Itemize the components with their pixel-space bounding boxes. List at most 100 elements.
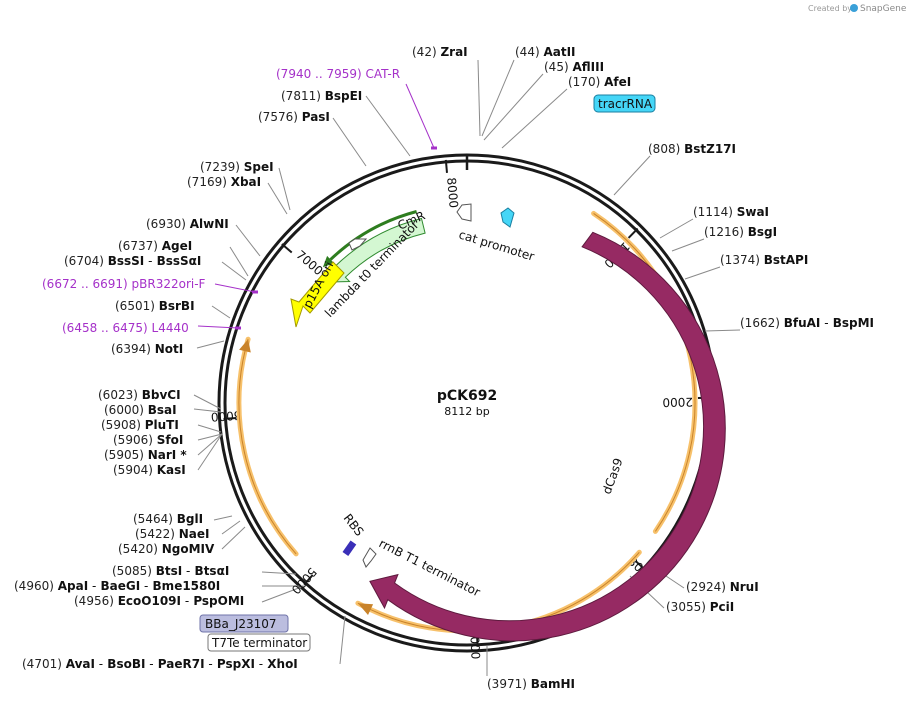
- site-separator: -: [182, 564, 190, 578]
- site-label[interactable]: (4960) ApaI - BaeGI - Bme1580I: [14, 579, 220, 593]
- site-label[interactable]: (7576) PasI: [258, 110, 330, 124]
- site-name: BstZ17I: [684, 142, 736, 156]
- site-label[interactable]: (4701) AvaI - BsoBI - PaeR7I - PspXI - X…: [22, 657, 298, 671]
- primer-label[interactable]: (6672 .. 6691) pBR322ori-F: [42, 277, 206, 291]
- site-leader: [211, 305, 231, 319]
- orf-arc-bottom-arrowhead: [357, 603, 374, 615]
- site-label[interactable]: (5420) NgoMIV: [118, 542, 215, 556]
- site-label[interactable]: (6737) AgeI: [118, 239, 192, 253]
- primer-label[interactable]: (7940 .. 7959) CAT-R: [276, 67, 400, 81]
- site-label[interactable]: (5908) PluTI: [101, 418, 179, 432]
- site-position: (7576): [258, 110, 302, 124]
- site-name: BssSαI: [152, 254, 201, 268]
- site-label[interactable]: (7811) BspEI: [281, 89, 362, 103]
- site-label[interactable]: (6394) NotI: [111, 342, 183, 356]
- site-name: AlwNI: [190, 217, 229, 231]
- site-leader: [196, 340, 225, 349]
- site-position: (4701): [22, 657, 66, 671]
- tracrrna-box-bg: [593, 94, 656, 113]
- site-position: (5422): [135, 527, 179, 541]
- site-name: BstAPI: [764, 253, 809, 267]
- site-label[interactable]: (3055) PciI: [666, 600, 734, 614]
- site-leader: [229, 246, 249, 277]
- site-leader: [365, 95, 411, 157]
- site-label[interactable]: (1216) BsgI: [704, 225, 777, 239]
- site-label[interactable]: (42) ZraI: [412, 45, 468, 59]
- feature-rrnb-terminator[interactable]: [362, 547, 377, 568]
- site-leader: [267, 182, 288, 215]
- site-label[interactable]: (5904) KasI: [113, 463, 186, 477]
- site-label[interactable]: (6704) BssSI - BssSαI: [64, 254, 201, 268]
- site-label[interactable]: (5464) BglI: [133, 512, 203, 526]
- site-position: (1374): [720, 253, 764, 267]
- site-leader: [339, 615, 346, 665]
- site-leader: [221, 261, 247, 281]
- feature-rbs[interactable]: [342, 540, 357, 557]
- site-leader: [197, 433, 223, 456]
- site-name: BsoBI: [103, 657, 145, 671]
- site-leader: [213, 515, 233, 521]
- orf-arc-left-core: [238, 339, 297, 555]
- site-label[interactable]: (5905) NarI *: [104, 448, 187, 462]
- site-position: (5906): [113, 433, 157, 447]
- site-separator: -: [820, 316, 828, 330]
- site-label[interactable]: (6000) BsaI: [104, 403, 177, 417]
- site-position: (42): [412, 45, 440, 59]
- site-label[interactable]: (808) BstZ17I: [648, 142, 736, 156]
- primer-mark: [431, 146, 437, 150]
- site-label[interactable]: (170) AfeI: [568, 75, 631, 89]
- feature-p15a-ori[interactable]: [290, 261, 345, 328]
- site-label[interactable]: (5906) SfoI: [113, 433, 183, 447]
- site-position: (808): [648, 142, 684, 156]
- bba-box[interactable]: BBa_J23107: [199, 614, 289, 633]
- orf-arcs: [236, 210, 698, 634]
- site-label[interactable]: (2924) NruI: [686, 580, 759, 594]
- site-name: NruI: [730, 580, 759, 594]
- site-separator: -: [88, 579, 96, 593]
- primer-name: L4440: [152, 321, 189, 335]
- site-position: (5420): [118, 542, 162, 556]
- feature-cat-promoter[interactable]: [456, 203, 472, 222]
- site-position: (7239): [200, 160, 244, 174]
- site-leader: [684, 266, 721, 280]
- site-label[interactable]: (7239) SpeI: [200, 160, 274, 174]
- primer-leader: [405, 83, 435, 149]
- site-label[interactable]: (1374) BstAPI: [720, 253, 808, 267]
- site-label[interactable]: (6930) AlwNI: [146, 217, 229, 231]
- site-label[interactable]: (3971) BamHI: [487, 677, 575, 691]
- site-label[interactable]: (5422) NaeI: [135, 527, 209, 541]
- site-label[interactable]: (6023) BbvCI: [98, 388, 181, 402]
- site-label[interactable]: (44) AatII: [515, 45, 576, 59]
- tracrrna-box[interactable]: tracrRNA: [593, 94, 656, 113]
- site-label[interactable]: (4956) EcoO109I - PspOMI: [74, 594, 244, 608]
- feature-cmr[interactable]: [329, 217, 426, 283]
- tick-mark: [281, 243, 293, 254]
- site-name: SpeI: [244, 160, 274, 174]
- site-leader: [261, 571, 297, 575]
- site-label[interactable]: (5085) BtsI - BtsαI: [112, 564, 229, 578]
- feature-tracrrna-marker[interactable]: [500, 207, 515, 228]
- site-label[interactable]: (6501) BsrBI: [115, 299, 195, 313]
- t7te-box[interactable]: T7Te terminator: [207, 633, 311, 652]
- site-label[interactable]: (7169) XbaI: [187, 175, 261, 189]
- site-label[interactable]: (1662) BfuAI - BspMI: [740, 316, 874, 330]
- site-position: (5904): [113, 463, 157, 477]
- site-name: AgeI: [162, 239, 192, 253]
- site-name: BglI: [177, 512, 203, 526]
- site-position: (2924): [686, 580, 730, 594]
- feature-dcas9[interactable]: [369, 231, 726, 642]
- feature-lambda-t0-terminator[interactable]: [348, 238, 368, 251]
- site-label[interactable]: (45) AflIII: [544, 60, 604, 74]
- site-name: XbaI: [231, 175, 261, 189]
- primer-label[interactable]: (6458 .. 6475) L4440: [62, 321, 189, 335]
- site-name: PspOMI: [189, 594, 244, 608]
- site-name: SfoI: [157, 433, 184, 447]
- feature-cmr-strip-arrowhead: [322, 255, 334, 268]
- site-label[interactable]: (1114) SwaI: [693, 205, 769, 219]
- site-leader: [477, 59, 481, 137]
- primer-range: (7940 .. 7959): [276, 67, 366, 81]
- credit-brand: SnapGene: [860, 4, 907, 14]
- credit-text: Created by: [808, 4, 852, 13]
- site-position: (44): [515, 45, 543, 59]
- site-position: (6704): [64, 254, 108, 268]
